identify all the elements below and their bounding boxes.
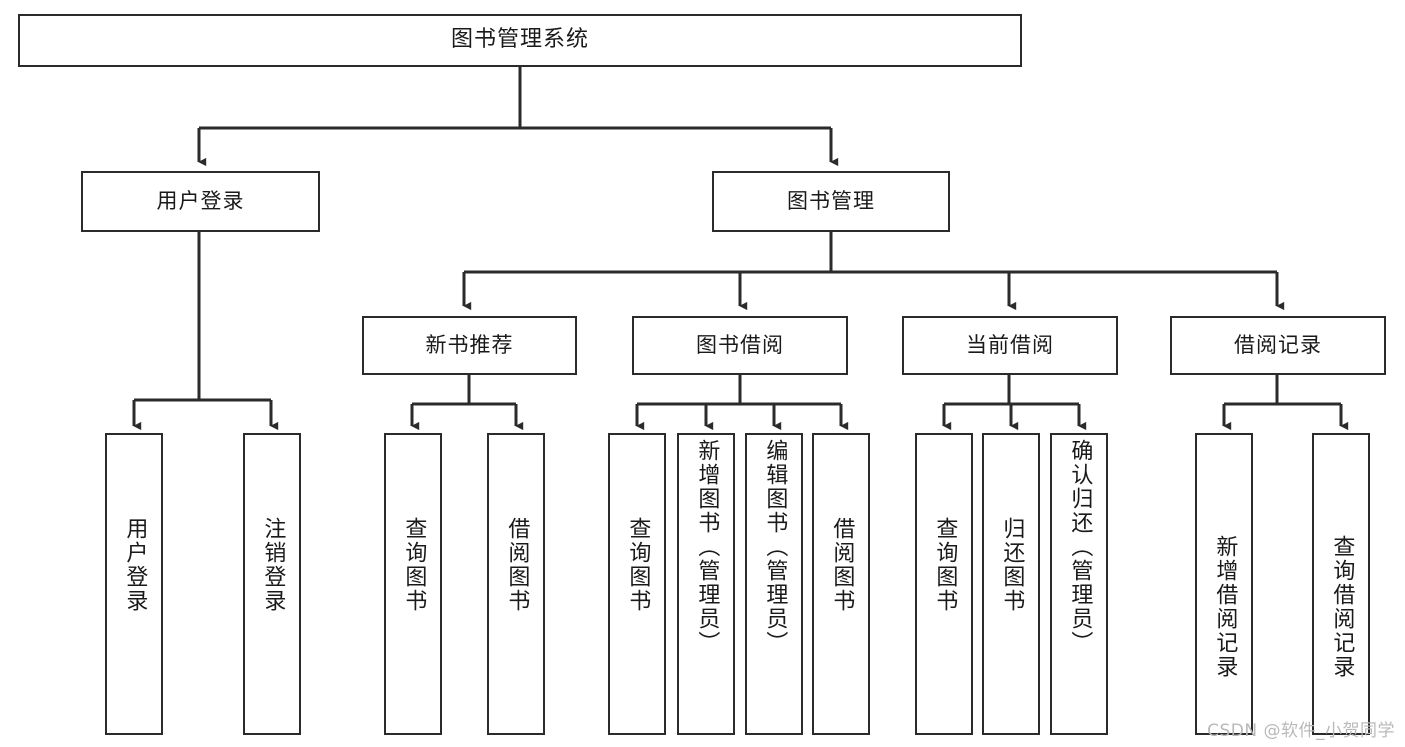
node-book-management[interactable]: 图书管理 bbox=[712, 171, 950, 232]
node-label: 借阅图书 bbox=[504, 517, 530, 613]
node-label: 用户登录 bbox=[156, 188, 245, 213]
node-label: 新书推荐 bbox=[425, 332, 514, 357]
node-label: 当前借阅 bbox=[966, 332, 1054, 357]
leaf-new-book-borrow[interactable]: 借阅图书 bbox=[487, 433, 545, 735]
node-label: 确认归还（管理员） bbox=[1067, 439, 1093, 655]
node-borrow-record[interactable]: 借阅记录 bbox=[1170, 316, 1386, 375]
leaf-user-login-login[interactable]: 用户登录 bbox=[105, 433, 163, 735]
node-label: 新增图书（管理员） bbox=[694, 439, 720, 655]
node-label: 图书借阅 bbox=[696, 332, 784, 357]
leaf-book-borrow-query[interactable]: 查询图书 bbox=[608, 433, 666, 735]
node-new-book-recommend[interactable]: 新书推荐 bbox=[362, 316, 577, 375]
node-label: 借阅记录 bbox=[1234, 332, 1322, 357]
leaf-borrow-record-add[interactable]: 新增借阅记录 bbox=[1195, 433, 1253, 735]
node-current-borrow[interactable]: 当前借阅 bbox=[902, 316, 1118, 375]
node-label: 查询借阅记录 bbox=[1329, 535, 1355, 679]
node-label: 图书管理系统 bbox=[450, 27, 589, 53]
leaf-book-borrow-add[interactable]: 新增图书（管理员） bbox=[677, 433, 735, 735]
node-label: 编辑图书（管理员） bbox=[762, 439, 788, 655]
node-label: 查询图书 bbox=[625, 517, 651, 613]
node-label: 注销登录 bbox=[260, 517, 286, 613]
leaf-borrow-record-query[interactable]: 查询借阅记录 bbox=[1312, 433, 1370, 735]
node-book-borrow[interactable]: 图书借阅 bbox=[632, 316, 848, 375]
node-label: 用户登录 bbox=[122, 517, 148, 613]
leaf-current-borrow-confirm-return[interactable]: 确认归还（管理员） bbox=[1050, 433, 1108, 735]
node-label: 归还图书 bbox=[999, 517, 1025, 613]
node-label: 查询图书 bbox=[932, 517, 958, 613]
watermark: CSDN @软件_小贺同学 bbox=[1207, 721, 1395, 741]
leaf-current-borrow-query[interactable]: 查询图书 bbox=[915, 433, 973, 735]
leaf-book-borrow-edit[interactable]: 编辑图书（管理员） bbox=[745, 433, 803, 735]
leaf-current-borrow-return[interactable]: 归还图书 bbox=[982, 433, 1040, 735]
leaf-book-borrow-borrow[interactable]: 借阅图书 bbox=[812, 433, 870, 735]
leaf-user-login-logout[interactable]: 注销登录 bbox=[243, 433, 301, 735]
node-label: 图书管理 bbox=[787, 188, 875, 213]
node-label: 借阅图书 bbox=[829, 517, 855, 613]
node-label: 新增借阅记录 bbox=[1212, 535, 1238, 679]
node-user-login[interactable]: 用户登录 bbox=[81, 171, 320, 232]
node-label: 查询图书 bbox=[401, 517, 427, 613]
node-root-book-management-system[interactable]: 图书管理系统 bbox=[18, 14, 1022, 67]
leaf-new-book-query[interactable]: 查询图书 bbox=[384, 433, 442, 735]
